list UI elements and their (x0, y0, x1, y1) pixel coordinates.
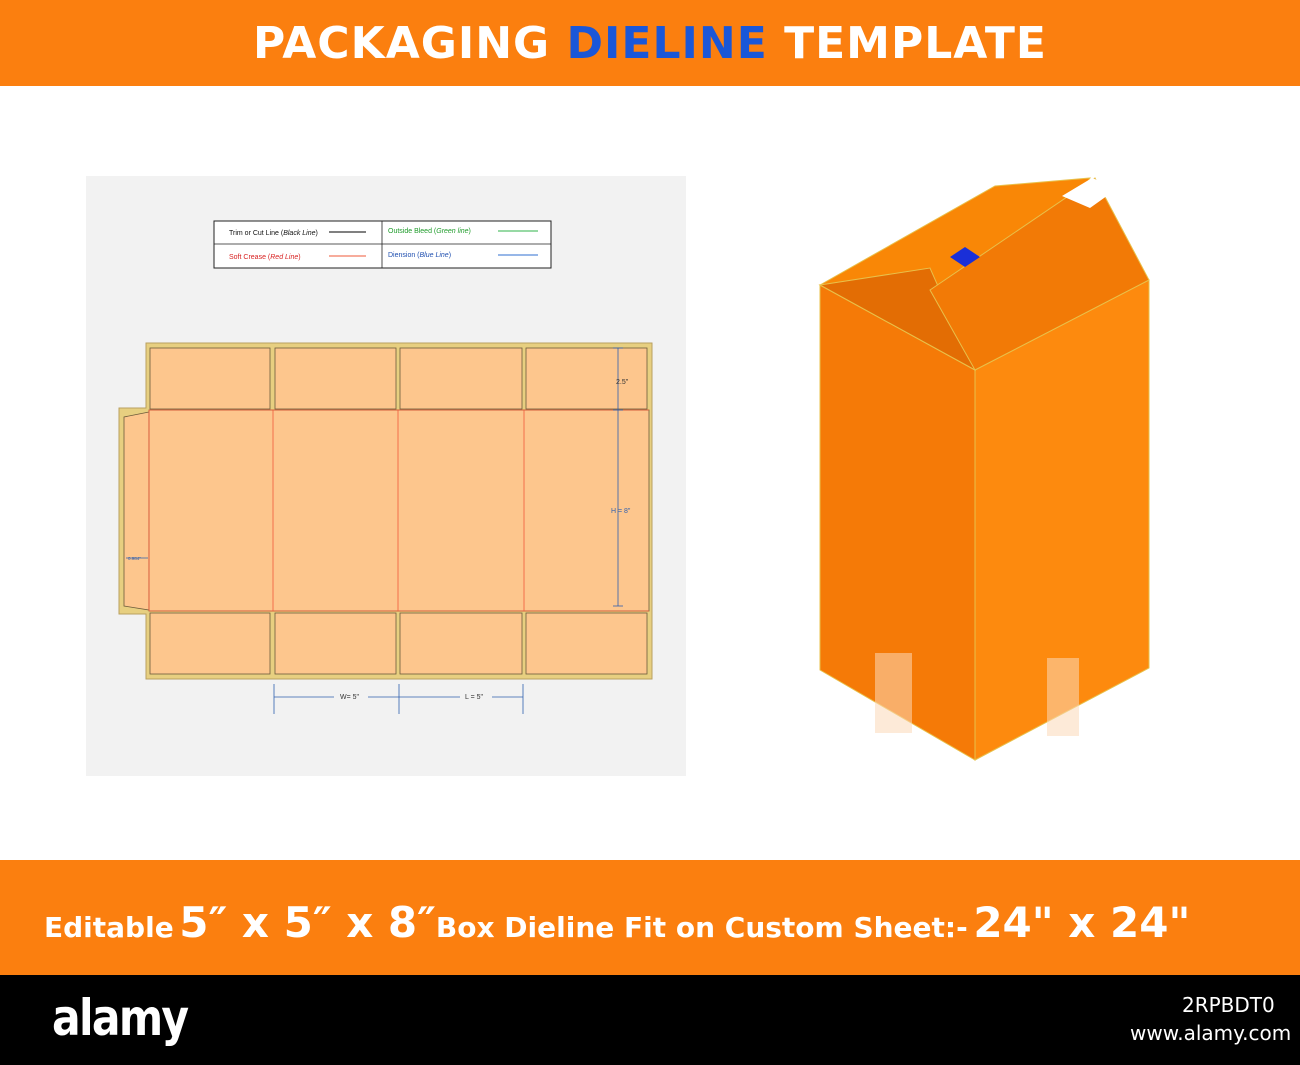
dieline-drawing: Trim or Cut Line (Black Line) Soft Creas… (118, 220, 653, 714)
alamy-logo: alamy (52, 989, 189, 1047)
caption-box-size: 5″ x 5″ x 8″ (179, 898, 436, 947)
glue-flap (123, 411, 150, 611)
tape-tab-icon (950, 247, 980, 267)
caption-text: Editable 5″ x 5″ x 8″Box Dieline Fit on … (44, 898, 1190, 947)
stock-url: www.alamy.com (1130, 1021, 1292, 1045)
bottom-flap-1 (149, 612, 271, 675)
box-3d-mockup (818, 177, 1150, 761)
dimension-lines (126, 347, 623, 714)
bottom-tab-left (875, 653, 912, 733)
stock-footer: alamy 2RPBDT0 www.alamy.com (0, 975, 1300, 1065)
top-flap-3 (399, 347, 523, 410)
box-top-flap-front (929, 177, 1150, 371)
caption-sheet-size: 24" x 24" (973, 898, 1191, 947)
title-banner: PACKAGING DIELINE TEMPLATE (0, 0, 1300, 86)
bottom-flap-4 (525, 612, 648, 675)
bottom-flap-2 (274, 612, 397, 675)
legend-trim: Trim or Cut Line (Black Line) (229, 230, 318, 237)
dimension-flap-height: 2.5" (616, 379, 629, 386)
title-part-2: TEMPLATE (784, 17, 1047, 69)
legend-crease: Soft Crease (Red Line) (229, 254, 301, 261)
dimension-length: L = 5" (465, 694, 484, 701)
caption-editable: Editable (44, 911, 174, 944)
box-top-gap (1062, 178, 1118, 208)
dieline-panel: Trim or Cut Line (Black Line) Soft Creas… (86, 176, 686, 776)
caption-banner: Editable 5″ x 5″ x 8″Box Dieline Fit on … (0, 860, 1300, 975)
top-flap-2 (274, 347, 397, 410)
dimension-width: W= 5" (340, 694, 360, 701)
page-title: PACKAGING DIELINE TEMPLATE (253, 18, 1047, 69)
dimension-glue-flap: 0.984" (128, 556, 141, 561)
legend-dimension: Diension (Blue Line) (388, 252, 451, 259)
title-part-1: PACKAGING (253, 17, 551, 69)
bottom-flap-3 (399, 612, 523, 675)
caption-middle: Box Dieline Fit on Custom Sheet:- (435, 911, 968, 944)
dimension-height: H = 8" (611, 508, 631, 515)
body-panels (148, 409, 650, 612)
image-id: 2RPBDT0 (1182, 993, 1275, 1017)
legend-table: Trim or Cut Line (Black Line) Soft Creas… (213, 220, 552, 269)
top-flap-1 (149, 347, 271, 410)
top-flap-4 (525, 347, 648, 410)
legend-bleed: Outside Bleed (Green line) (388, 228, 471, 235)
title-accent: DIELINE (566, 17, 768, 69)
bottom-tab-right (1047, 658, 1079, 736)
